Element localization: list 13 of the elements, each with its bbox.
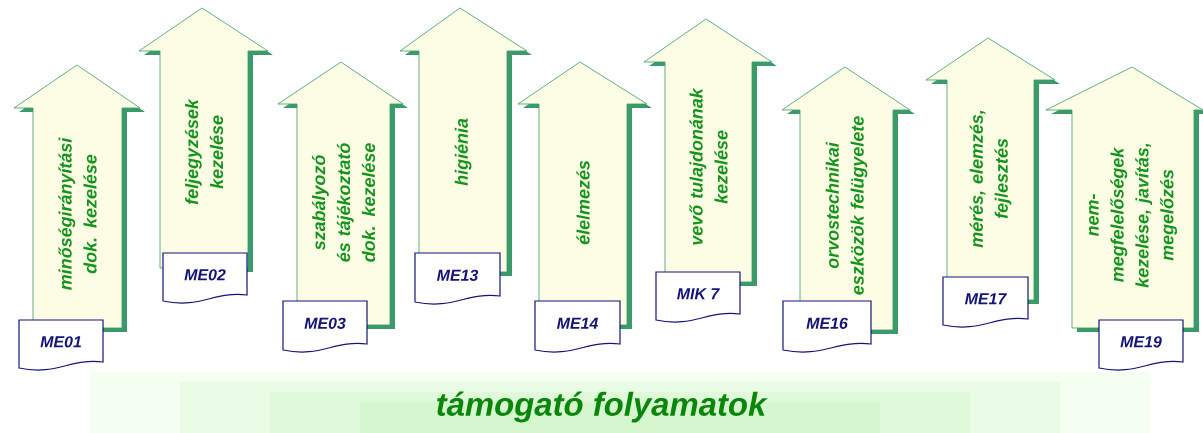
document-box: ME01 [18,319,104,371]
process-panel: vevő tulajdonának kezelése [643,18,777,286]
document-box: ME14 [534,300,621,353]
document-box: ME02 [162,252,248,304]
process-panel: nem-megfelelőségek kezelése, javítás, megelőzés [1045,66,1203,332]
title: támogató folyamatok [437,391,768,423]
document-box: MIK 7 [655,271,741,323]
document-box: ME13 [414,252,501,305]
document-box: ME17 [942,276,1029,328]
process-panel: minőségirányítási dok. kezelése [13,64,145,332]
document-box: ME16 [782,300,872,353]
document-box: ME19 [1098,319,1184,371]
document-box: ME03 [282,300,368,353]
